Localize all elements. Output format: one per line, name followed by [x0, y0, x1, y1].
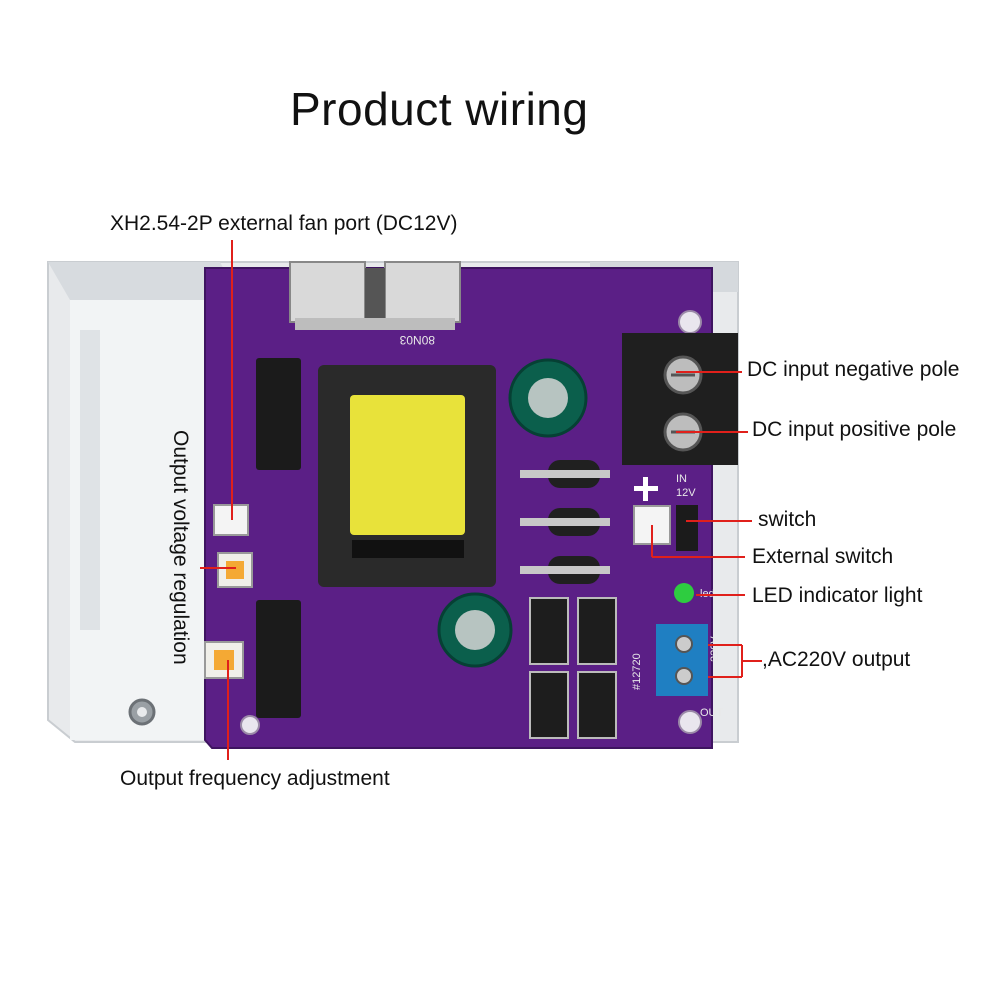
callout-dc-positive: DC input positive pole: [752, 418, 957, 441]
ac-terminal-block: [656, 624, 708, 696]
board-marking-model: #12720: [631, 653, 643, 690]
board-marking-in-voltage: 12V: [676, 487, 696, 499]
board-marking-out-voltage: 220V: [709, 636, 721, 662]
ic-chip-top: [256, 358, 301, 470]
callout-lines: [200, 240, 762, 760]
board-marking-out: OUT: [700, 707, 724, 719]
callout-switch: switch: [758, 508, 817, 531]
slide-switch: [676, 505, 698, 551]
callout-frequency-adjustment: Output frequency adjustment: [120, 767, 390, 790]
callout-dc-negative: DC input negative pole: [747, 358, 960, 381]
capacitor-large: [508, 358, 588, 438]
board-marking-transistor: 80N03: [399, 333, 435, 347]
voltage-potentiometer: [217, 552, 253, 588]
frequency-potentiometer: [204, 641, 244, 679]
mosfets: [529, 597, 617, 739]
callout-ac-output: ,AC220V output: [762, 648, 911, 671]
callout-voltage-regulation: Output voltage regulation: [169, 430, 192, 665]
led-component: [674, 583, 694, 603]
heatsink: [289, 261, 461, 330]
capacitor-mid: [437, 592, 513, 668]
board-marking-in: IN: [676, 473, 687, 485]
transformer: [318, 365, 496, 587]
callout-led: LED indicator light: [752, 584, 923, 607]
ic-chip-bottom: [256, 600, 301, 718]
callout-external-switch: External switch: [752, 545, 894, 568]
diodes: [520, 460, 610, 584]
callout-fan-port: XH2.54-2P external fan port (DC12V): [110, 212, 458, 235]
plus-sign-icon: [634, 477, 658, 501]
dc-terminal-block: [622, 333, 738, 465]
page-title: Product wiring: [290, 83, 589, 135]
